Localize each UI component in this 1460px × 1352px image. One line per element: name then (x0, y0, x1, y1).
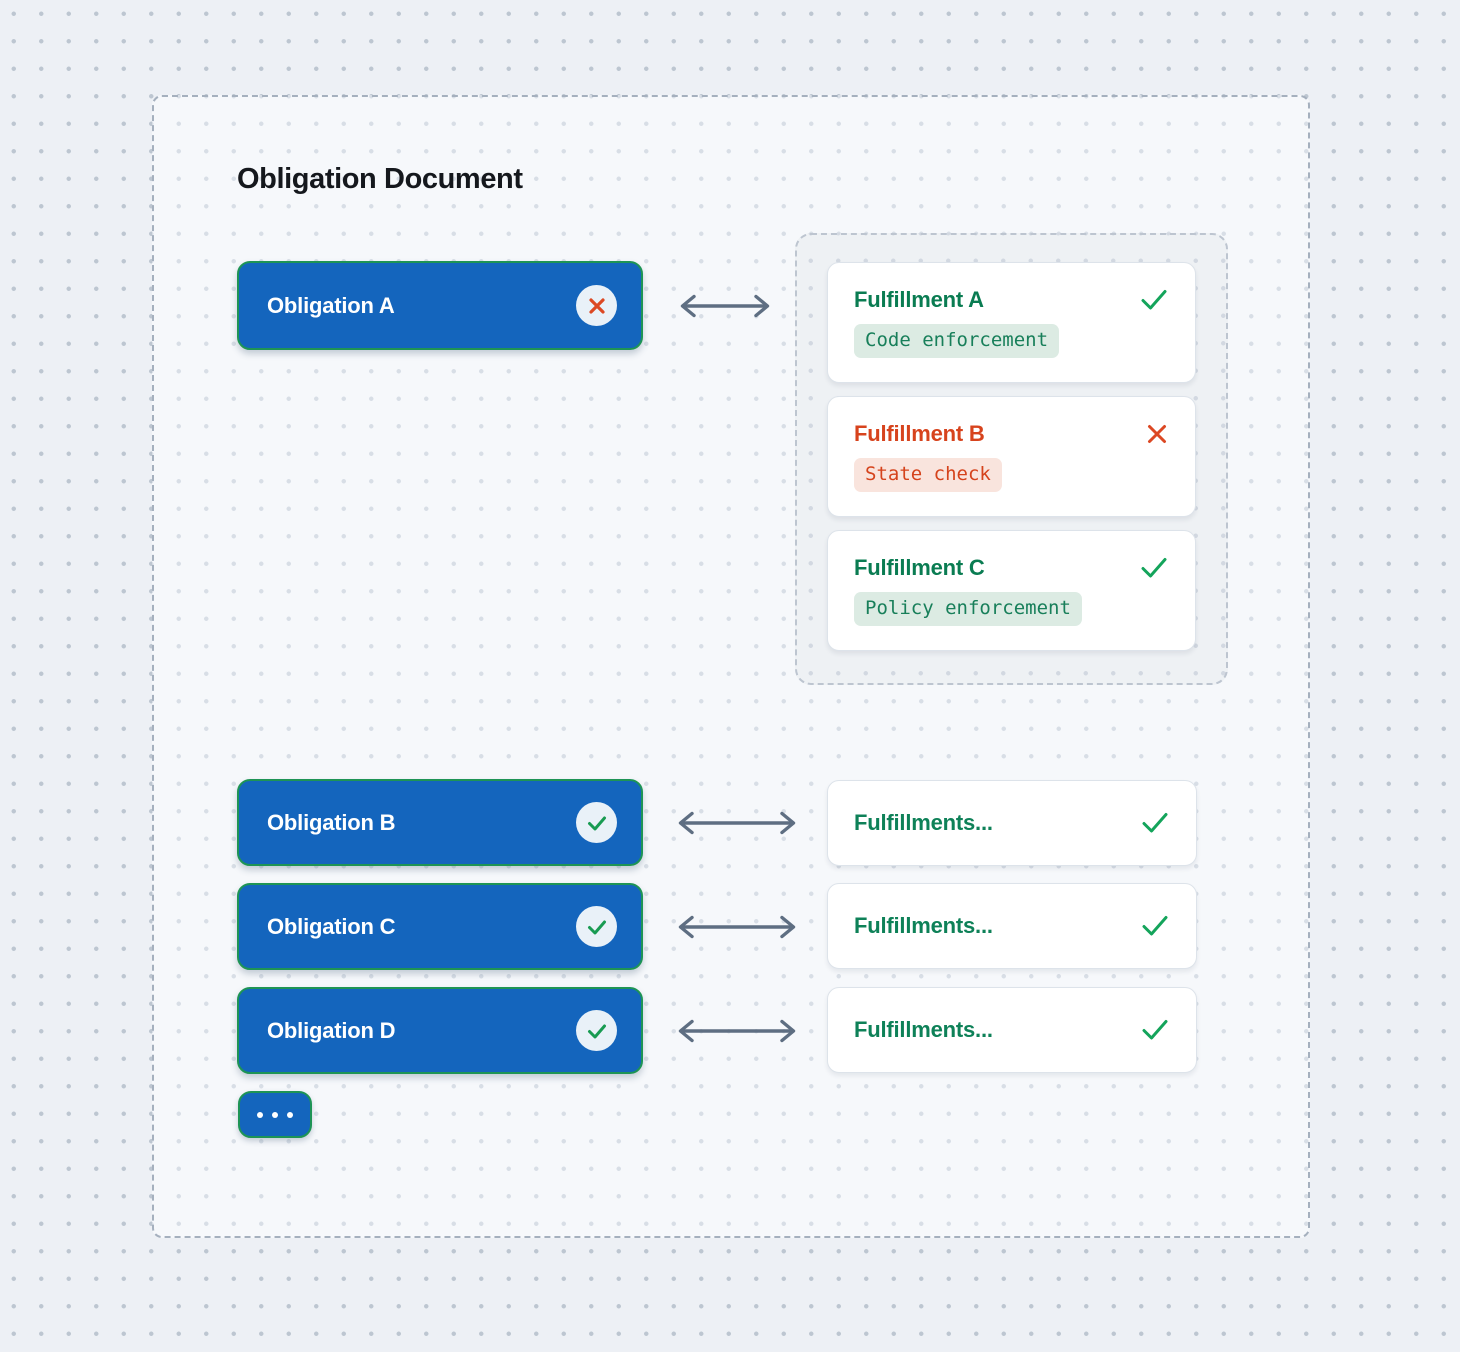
obligation-node-a: Obligation A (237, 261, 643, 350)
fulfillments-row-b: Fulfillments... (827, 780, 1197, 866)
fulfillment-title: Fulfillment C (854, 555, 985, 580)
x-icon (1148, 425, 1166, 443)
fulfillment-tag: Code enforcement (854, 324, 1060, 358)
fulfillment-tag: State check (854, 458, 1002, 492)
check-icon (1142, 813, 1168, 833)
double-arrow-b (668, 808, 806, 838)
double-arrow-d (668, 1016, 806, 1046)
fulfillments-row-d: Fulfillments... (827, 987, 1197, 1073)
ellipsis-icon (272, 1111, 278, 1118)
fulfillment-title: Fulfillment B (854, 421, 985, 446)
double-arrow-c (668, 912, 806, 942)
double-arrow-a (670, 291, 780, 321)
obligation-node-b: Obligation B (237, 779, 643, 866)
fulfillments-row-c: Fulfillments... (827, 883, 1197, 969)
check-icon (1141, 558, 1167, 578)
check-icon (587, 920, 606, 934)
fulfillments-row-title: Fulfillments... (854, 1017, 993, 1042)
status-badge (576, 1010, 617, 1051)
fulfillment-card-b: Fulfillment B State check (827, 396, 1196, 517)
more-obligations-chip (238, 1091, 312, 1138)
check-icon (587, 1024, 606, 1038)
obligation-label: Obligation C (267, 913, 396, 939)
check-icon (587, 816, 606, 830)
status-badge (576, 906, 617, 947)
status-badge (576, 285, 617, 326)
ellipsis-icon (257, 1111, 263, 1118)
fulfillment-card-c: Fulfillment C Policy enforcement (827, 530, 1196, 651)
check-icon (1141, 290, 1167, 310)
obligation-label: Obligation A (267, 292, 395, 318)
fulfillment-title: Fulfillment A (854, 287, 984, 312)
check-icon (1142, 1020, 1168, 1040)
status-badge (576, 802, 617, 843)
x-icon (588, 297, 605, 314)
fulfillment-group: Fulfillment A Code enforcement Fulfillme… (795, 233, 1228, 685)
obligation-label: Obligation B (267, 809, 396, 835)
fulfillment-card-a: Fulfillment A Code enforcement (827, 262, 1196, 383)
obligation-node-d: Obligation D (237, 987, 643, 1074)
ellipsis-icon (287, 1111, 293, 1118)
obligation-label: Obligation D (267, 1017, 396, 1043)
check-icon (1142, 916, 1168, 936)
fulfillment-tag: Policy enforcement (854, 592, 1082, 626)
fulfillments-row-title: Fulfillments... (854, 810, 993, 835)
board-title: Obligation Document (237, 163, 523, 195)
fulfillments-row-title: Fulfillments... (854, 913, 993, 938)
obligation-node-c: Obligation C (237, 883, 643, 970)
